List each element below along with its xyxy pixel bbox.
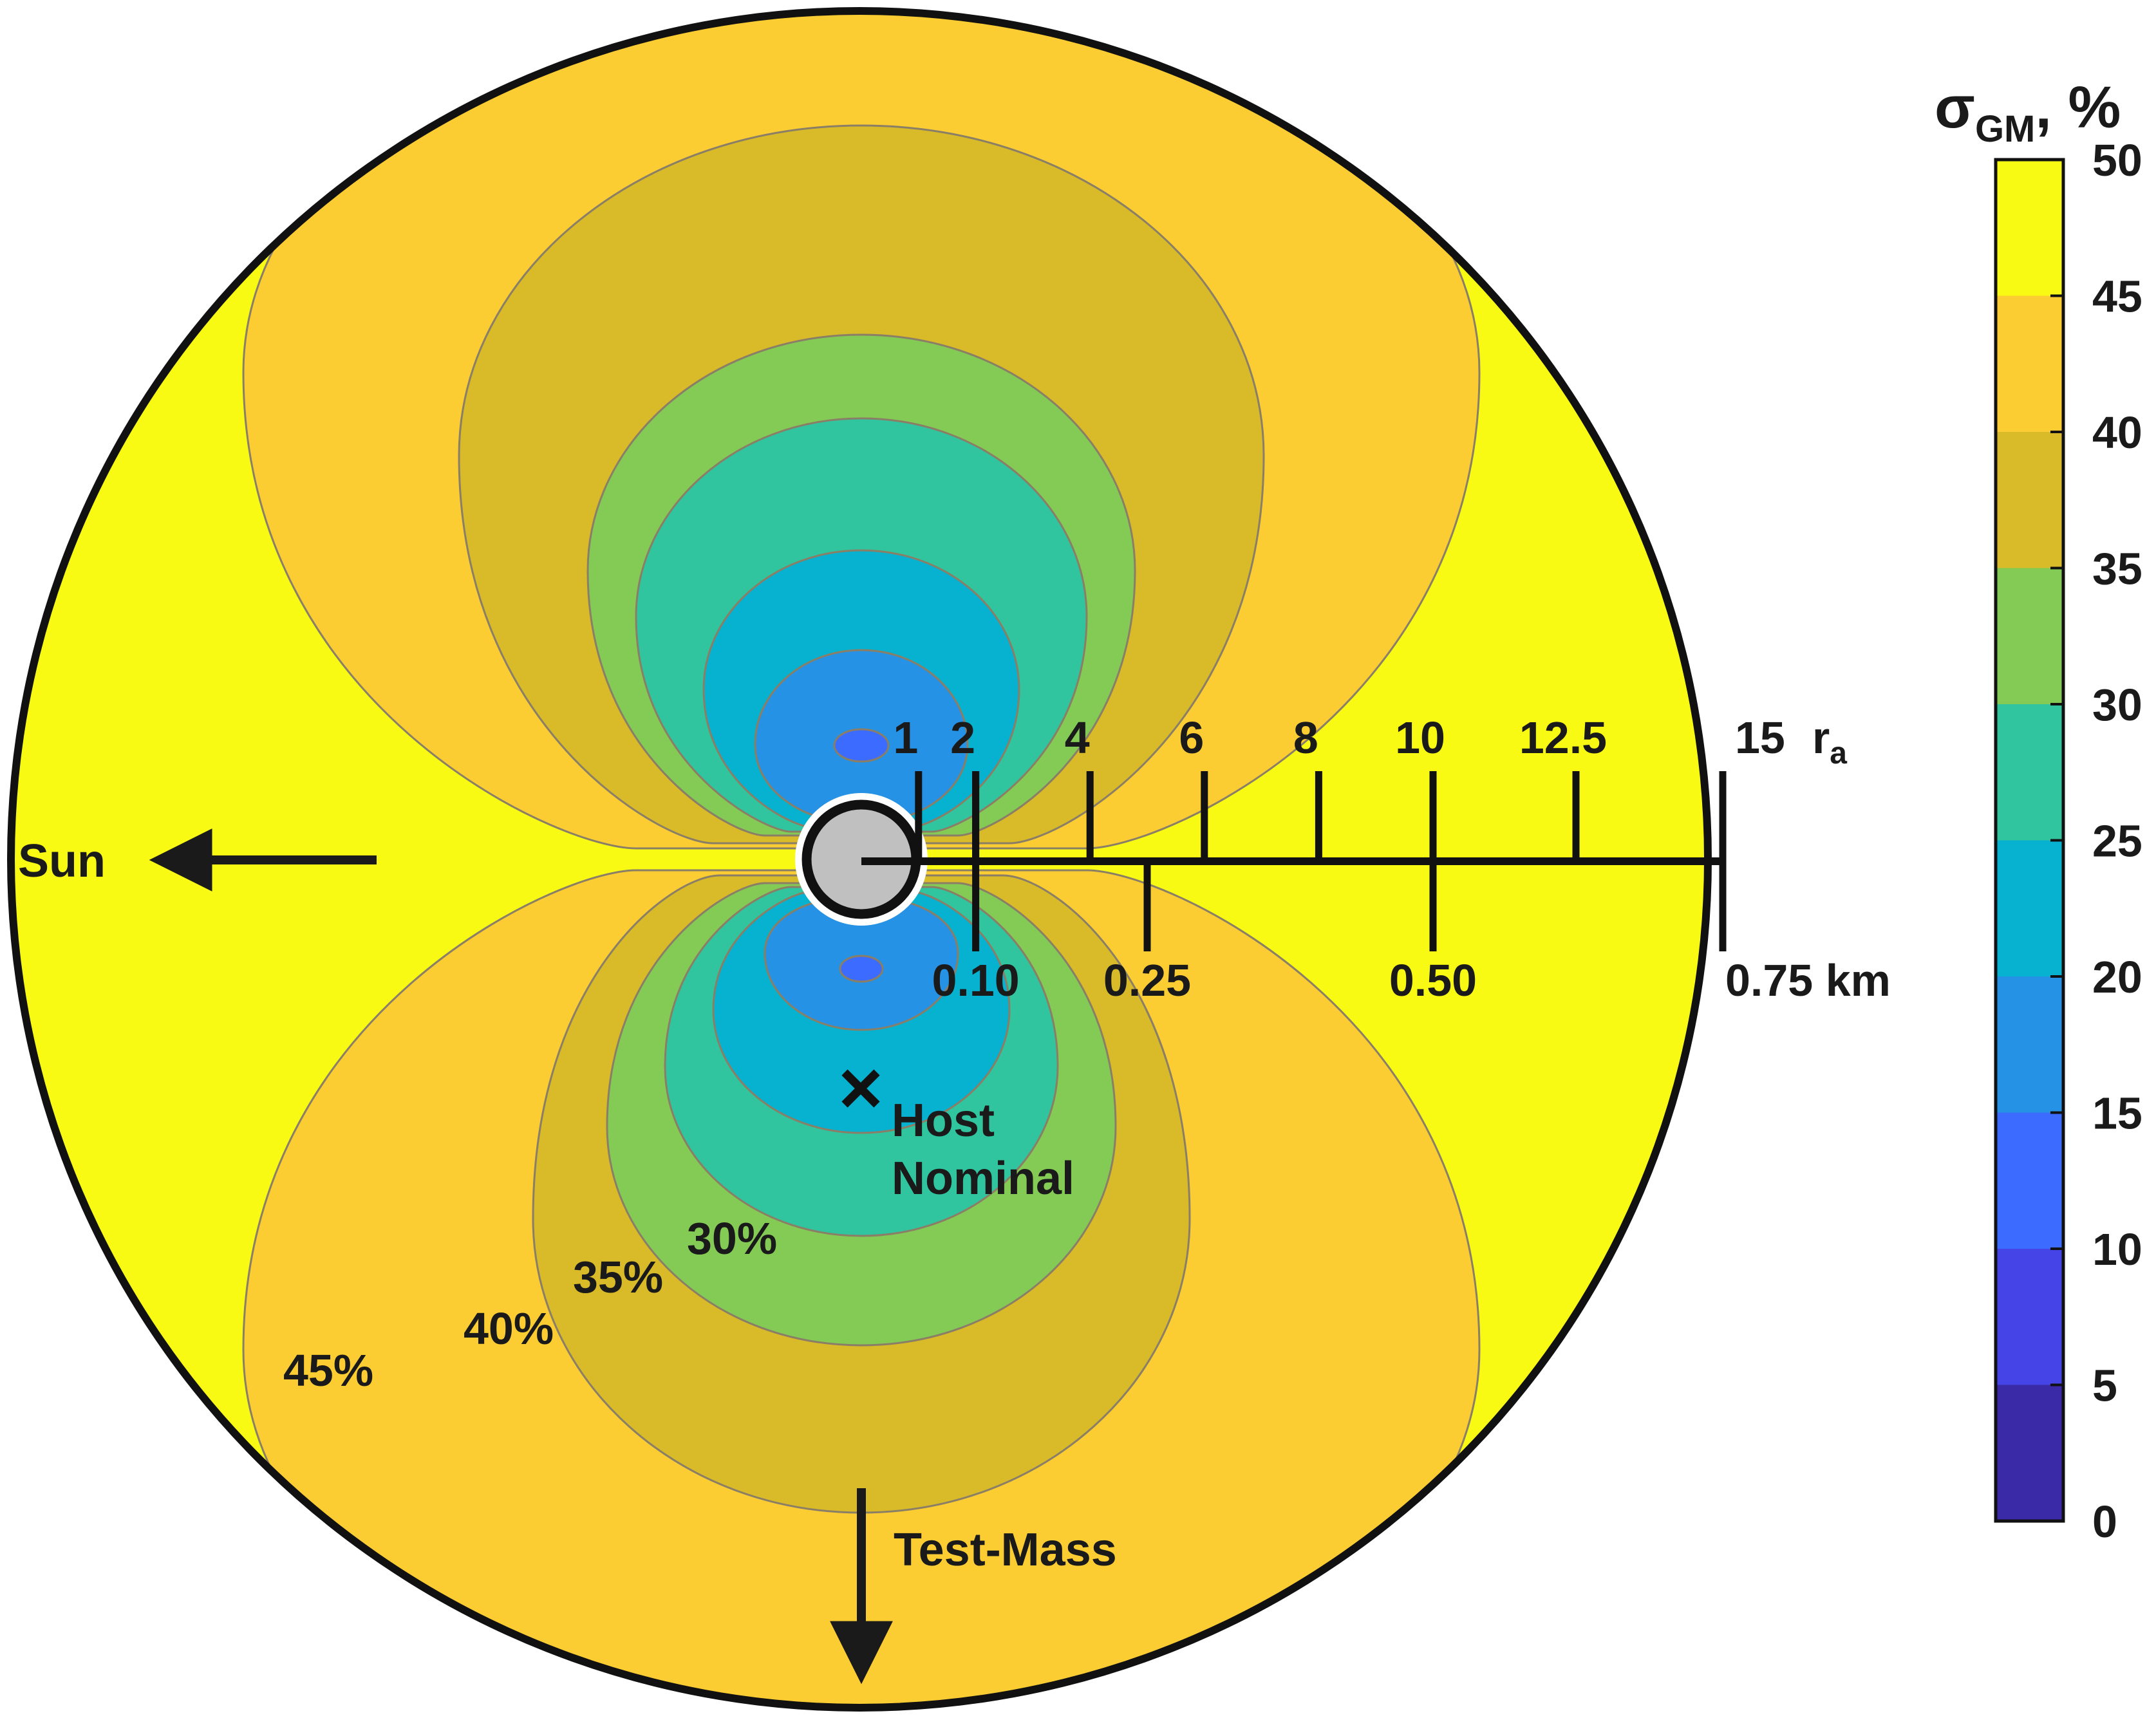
colorbar-tick-label-20: 20: [2092, 952, 2142, 1002]
colorbar-tick-label-10: 10: [2092, 1224, 2142, 1274]
colorbar-band-30-35: [1996, 568, 2063, 704]
ra-tick-label-10: 10: [1395, 713, 1445, 763]
contour-label-45: 45%: [283, 1345, 373, 1396]
contour-label-40: 40%: [464, 1303, 554, 1354]
minimum-lower: [839, 955, 884, 983]
ra-tick-label-1: 1: [893, 713, 918, 763]
colorbar-title-unit: , %: [2035, 75, 2121, 140]
ra-tick-label-8: 8: [1293, 713, 1318, 763]
contour-label-35: 35%: [573, 1252, 663, 1302]
colorbar-band-0-5: [1996, 1385, 2063, 1521]
ra-unit-label: ra: [1812, 713, 1847, 770]
minimum-upper: [833, 728, 890, 763]
sun-label: Sun: [18, 836, 106, 887]
test-mass-label: Test-Mass: [894, 1524, 1117, 1576]
contour-field: [11, 11, 1708, 1708]
km-tick-label-0.75-km: 0.75 km: [1725, 955, 1891, 1005]
colorbar-band-15-20: [1996, 976, 2063, 1113]
colorbar-band-5-10: [1996, 1249, 2063, 1385]
colorbar-band-25-30: [1996, 704, 2063, 841]
colorbar-tick-label-25: 25: [2092, 816, 2142, 866]
colorbar-band-40-45: [1996, 295, 2063, 432]
colorbar-tick-label-30: 30: [2092, 680, 2142, 730]
contour-label-30: 30%: [687, 1213, 777, 1264]
colorbar-title: σGM, %: [1935, 75, 2121, 150]
ra-tick-label-6: 6: [1179, 713, 1204, 763]
colorbar-title-subscript: GM: [1975, 108, 2035, 150]
colorbar-tick-label-50: 50: [2092, 135, 2142, 185]
ra-tick-label-2: 2: [950, 713, 975, 763]
colorbar-tick-label-15: 15: [2092, 1088, 2142, 1139]
ra-tick-label-15: 15: [1735, 713, 1785, 763]
km-tick-label-0.25: 0.25: [1103, 955, 1191, 1005]
colorbar: 0 5 10 15 20 25 30 35 40 45 50: [1994, 135, 2142, 1547]
host-nominal-label-line1: Host: [892, 1095, 995, 1146]
host-nominal-label-line2: Nominal: [892, 1153, 1074, 1204]
colorbar-tick-label-5: 5: [2092, 1361, 2117, 1411]
km-tick-label-0.10: 0.10: [932, 955, 1019, 1005]
colorbar-title-symbol: σ: [1935, 75, 1975, 140]
colorbar-tick-label-40: 40: [2092, 407, 2142, 458]
host-nominal-marker: [841, 1069, 880, 1108]
colorbar-tick-label-0: 0: [2092, 1497, 2117, 1547]
colorbar-band-20-25: [1996, 840, 2063, 976]
ra-tick-label-4: 4: [1065, 713, 1090, 763]
ra-tick-label-12.5: 12.5: [1519, 713, 1607, 763]
colorbar-band-10-15: [1996, 1112, 2063, 1249]
colorbar-tick-label-45: 45: [2092, 272, 2142, 322]
colorbar-band-45-50: [1996, 160, 2063, 296]
km-tick-label-0.50: 0.50: [1389, 955, 1477, 1005]
colorbar-tick-label-35: 35: [2092, 544, 2142, 594]
colorbar-band-35-40: [1996, 432, 2063, 568]
